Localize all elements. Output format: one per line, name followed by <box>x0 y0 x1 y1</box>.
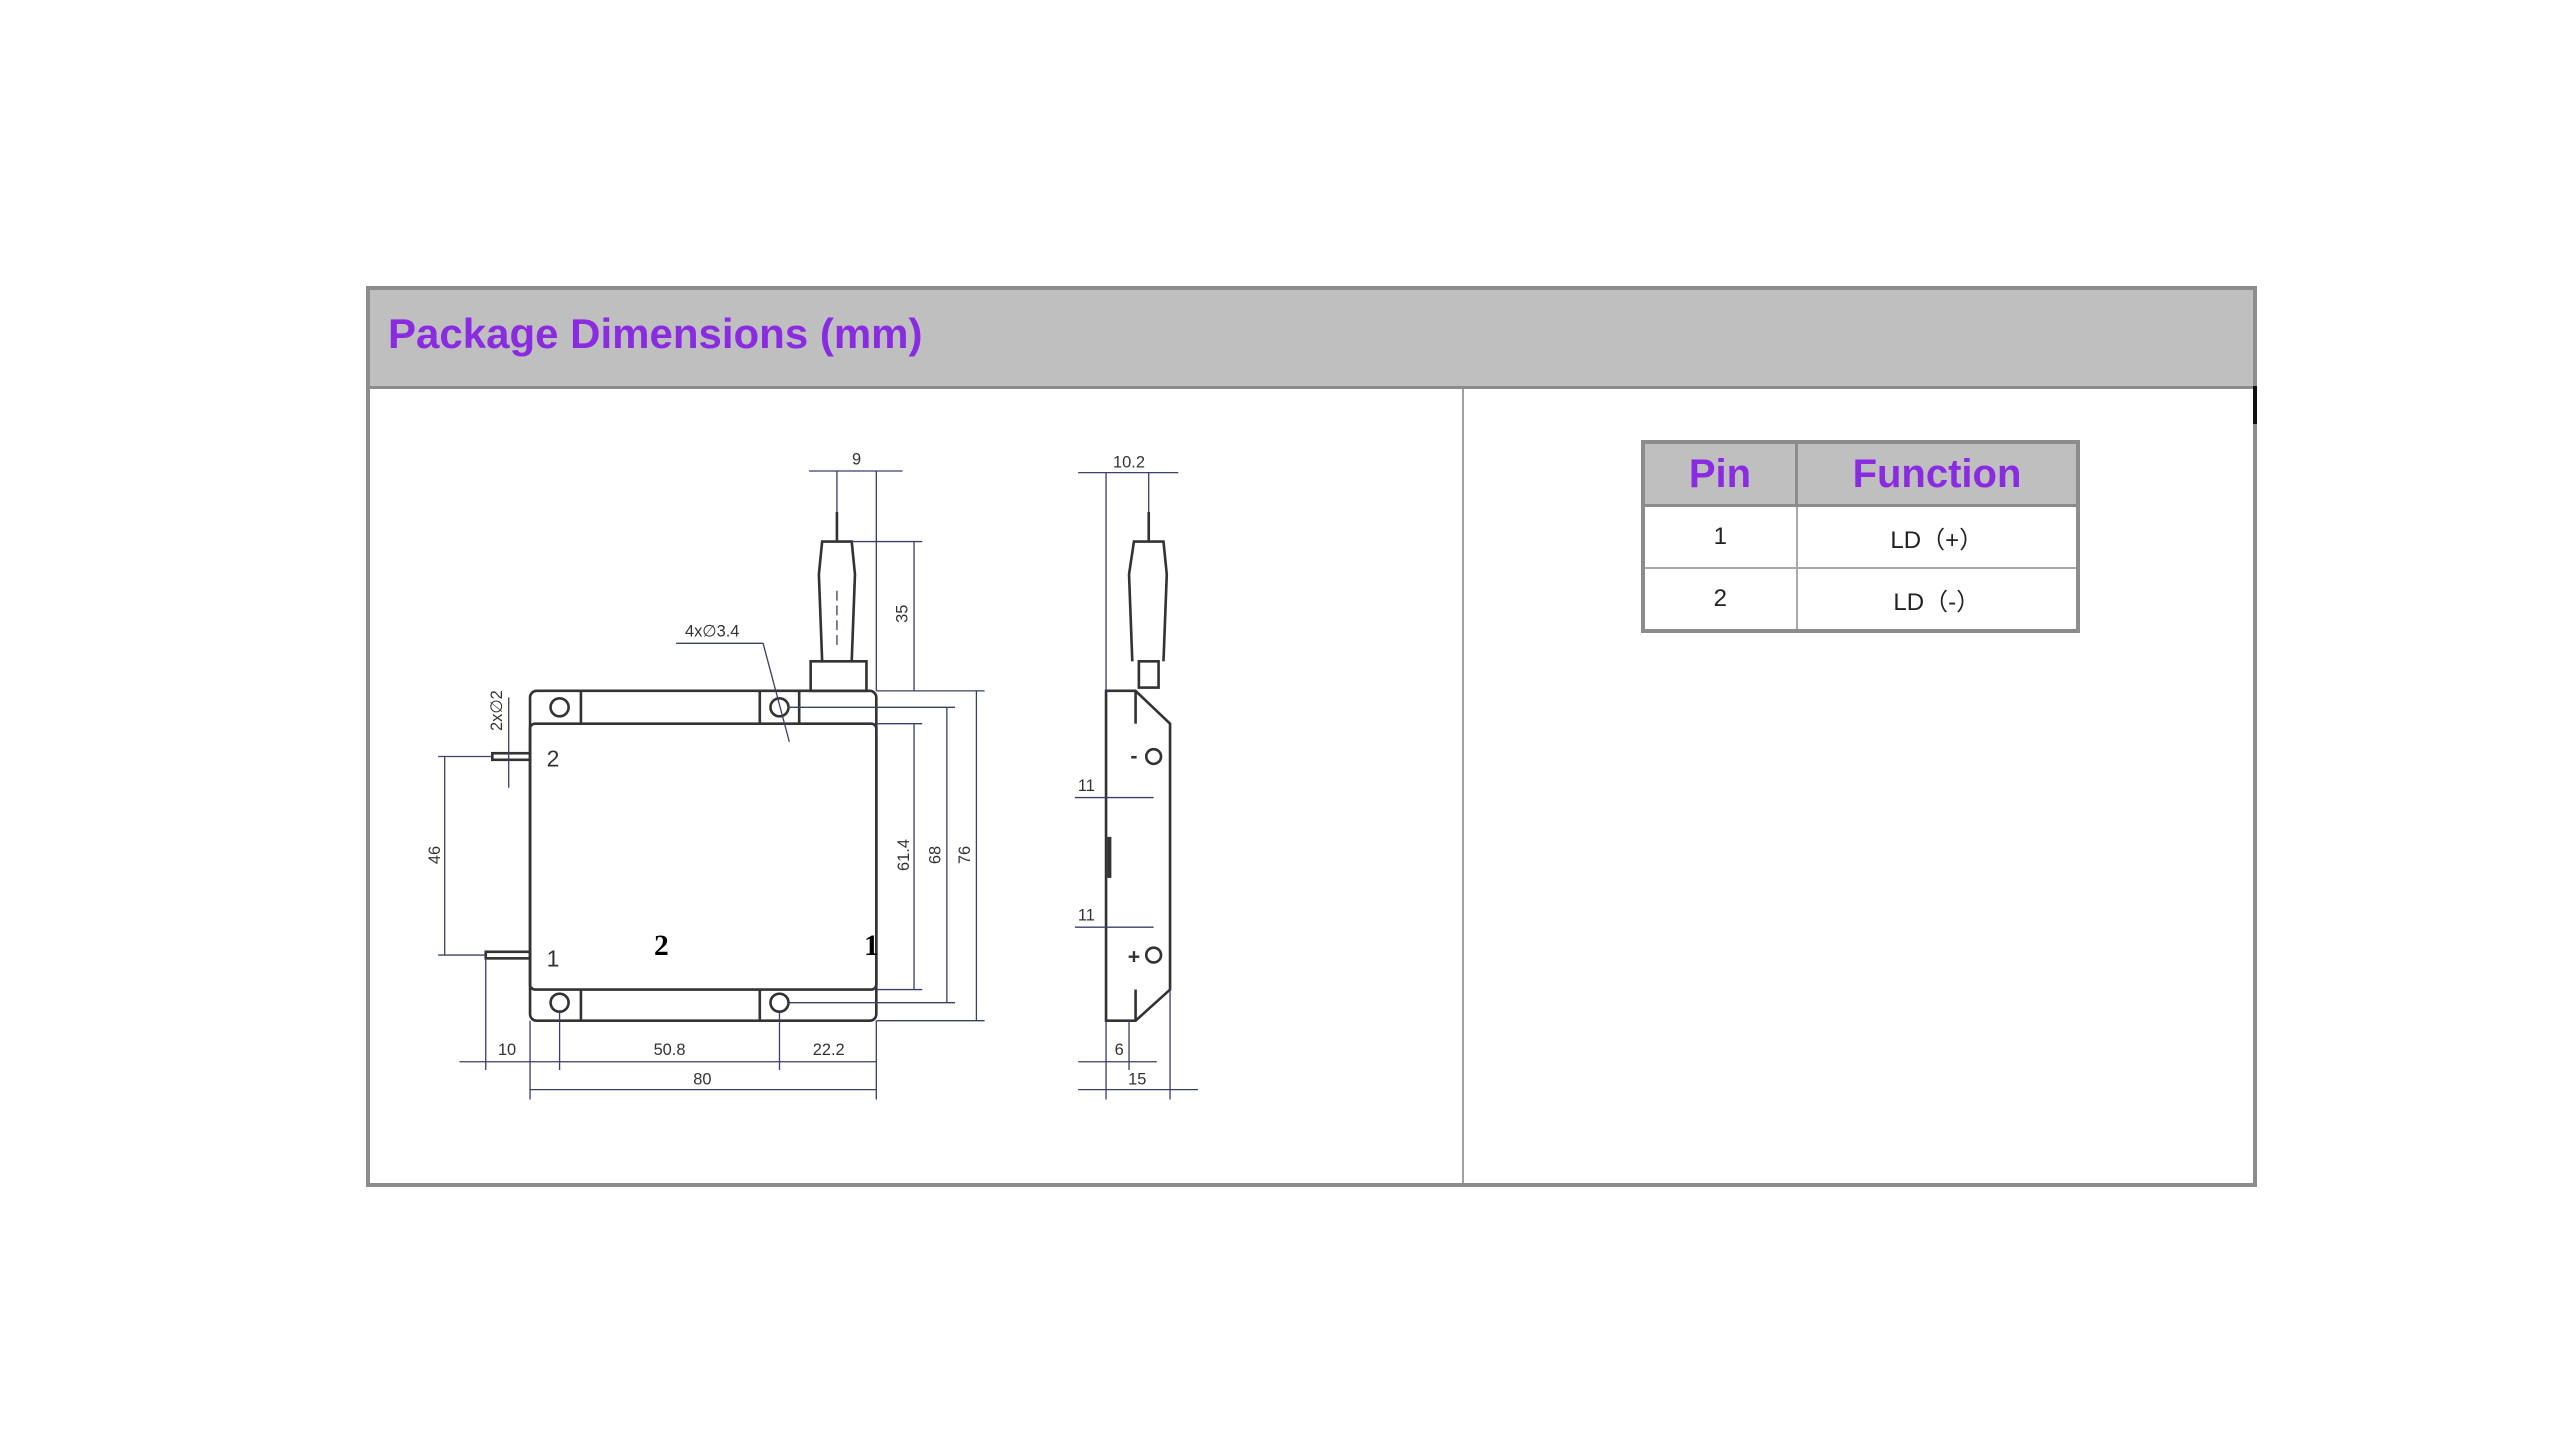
header-function: Function <box>1795 440 2080 507</box>
dimension-label: 15 <box>1128 1071 1146 1089</box>
dimension-label: 11 <box>1078 907 1095 925</box>
module-body <box>528 689 878 1023</box>
table-row: 2 LD（-） <box>1642 567 2079 632</box>
pin-cell: 1 <box>1642 504 1798 569</box>
package-dimensions-panel: Package Dimensions (mm) <box>366 286 2257 1187</box>
terminal-label: 1 <box>864 930 879 962</box>
function-cell: LD（-） <box>1795 567 2079 632</box>
front-view: 2 1 2 1 9 35 61.4 68 76 46 2x∅2 4x∅3.4 1… <box>426 450 985 1100</box>
dimension-label: 4x∅3.4 <box>685 623 739 641</box>
dimension-label: 80 <box>693 1071 711 1089</box>
dimension-label: 76 <box>956 846 974 864</box>
pin-cell: 2 <box>1642 567 1798 632</box>
header-pin: Pin <box>1641 440 1798 507</box>
pin-2 <box>490 751 532 762</box>
dimension-label: 10 <box>498 1041 516 1059</box>
dimension-label: 10.2 <box>1113 454 1145 472</box>
mounting-hole-icon <box>549 696 790 1014</box>
section-title: Package Dimensions (mm) <box>388 310 923 357</box>
dimension-label: 46 <box>426 846 444 864</box>
terminal-plus-icon <box>1144 946 1163 964</box>
pin-function-table: Pin Function 1 LD（+） 2 LD（-） <box>1641 440 2080 633</box>
side-view: - + 10.2 11 11 6 15 <box>1074 454 1198 1100</box>
column-divider <box>1462 389 1464 1183</box>
dimension-label: 9 <box>852 450 861 468</box>
pin-label: 2 <box>547 745 560 771</box>
dimension-label: 6 <box>1115 1041 1124 1059</box>
pin-1 <box>484 950 532 960</box>
side-body <box>1104 689 1172 1023</box>
section-header: Package Dimensions (mm) <box>370 290 2253 389</box>
pin-label: 1 <box>547 946 560 972</box>
polarity-label: - <box>1130 744 1137 768</box>
dimension-label: 35 <box>893 605 911 623</box>
text-cursor <box>2253 386 2257 424</box>
dimension-label: 22.2 <box>813 1041 845 1059</box>
function-cell: LD（+） <box>1795 504 2079 569</box>
table-row: 1 LD（+） <box>1642 504 2079 569</box>
module-plate <box>528 722 878 991</box>
terminal-minus-icon <box>1144 747 1163 766</box>
dimension-label: 50.8 <box>654 1041 686 1059</box>
dimension-label: 11 <box>1078 777 1095 795</box>
dimension-label: 61.4 <box>895 839 913 871</box>
dimension-label: 68 <box>926 846 944 864</box>
polarity-label: + <box>1128 944 1140 968</box>
terminal-label: 2 <box>654 930 669 962</box>
dimension-label: 2x∅2 <box>488 690 506 731</box>
table-header-row: Pin Function <box>1641 440 2080 507</box>
fiber-connector <box>809 512 868 693</box>
